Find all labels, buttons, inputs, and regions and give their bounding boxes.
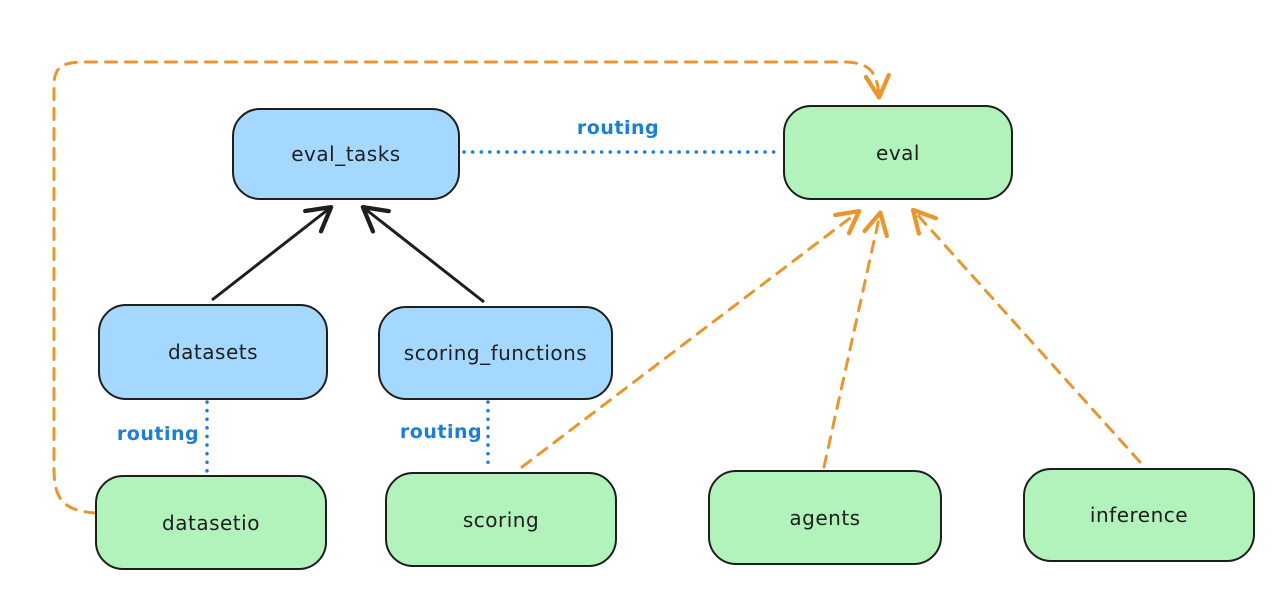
edge-scoring-to-eval [520,208,862,469]
node-agents: agents [708,470,942,565]
node-datasets-label: datasets [167,340,259,364]
edge-label-routing-eval-tasks-eval: routing [576,117,660,139]
node-eval: eval [783,105,1013,200]
edge-datasets-to-eval-tasks [211,204,334,302]
node-datasetio-label: datasetio [162,510,260,535]
node-inference-label: inference [1089,503,1189,527]
node-inference: inference [1023,468,1255,562]
edge-scoring-functions-to-eval-tasks [360,204,485,304]
node-datasets: datasets [98,304,328,400]
node-datasetio: datasetio [95,475,327,570]
edge-label-routing-datasets-datasetio: routing [116,423,200,445]
node-eval-tasks-label: eval_tasks [291,142,401,166]
edge-agents-to-eval [822,210,889,469]
edge-datasetio-to-eval [52,60,891,515]
node-eval-label: eval [876,140,920,165]
edge-inference-to-eval [910,207,1142,464]
node-scoring: scoring [385,472,617,567]
edge-label-routing-scoring-functions-scoring: routing [399,421,483,443]
node-scoring-label: scoring [462,507,540,532]
node-scoring-functions: scoring_functions [378,306,613,400]
node-agents-label: agents [789,505,861,530]
node-eval-tasks: eval_tasks [232,108,460,200]
node-scoring-functions-label: scoring_functions [403,341,588,365]
